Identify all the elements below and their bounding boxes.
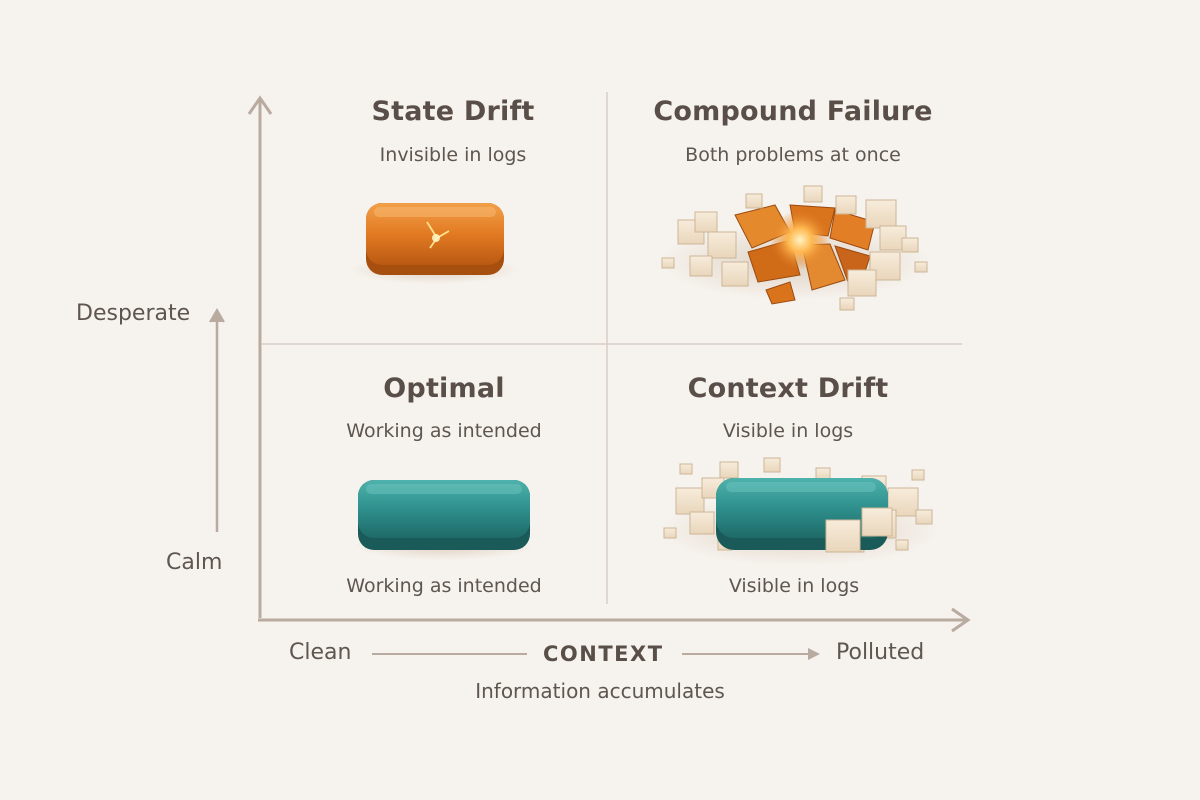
x-axis-arrowhead (951, 607, 971, 633)
optimal-title: Optimal (383, 373, 505, 404)
state-drift-subtitle: Invisible in logs (379, 144, 527, 166)
y-axis-top-label: Desperate (76, 301, 191, 326)
context-drift-illustration (660, 457, 940, 566)
x-axis-left-label: Clean (289, 640, 352, 665)
state-drift-title: State Drift (371, 96, 535, 127)
context-drift-subtitle: Visible in logs (722, 420, 854, 442)
y-axis-bottom-label: Calm (166, 550, 223, 575)
x-axis-title: CONTEXT (543, 642, 664, 666)
compound-failure-subtitle: Both problems at once (685, 144, 901, 166)
context-drift-caption: Visible in logs (728, 575, 860, 597)
x-axis-right-label: Polluted (836, 640, 925, 665)
context-drift-title: Context Drift (687, 373, 889, 404)
y-axis-arrowhead (247, 95, 273, 115)
compound-failure-title: Compound Failure (653, 96, 933, 127)
x-axis-note: Information accumulates (475, 679, 725, 703)
x-right-arrowhead (808, 648, 820, 660)
y-direction-arrowhead (209, 308, 225, 323)
compound-failure-illustration (660, 185, 930, 311)
optimal-caption: Working as intended (346, 575, 542, 597)
optimal-subtitle: Working as intended (346, 420, 542, 442)
state-drift-bar (350, 203, 520, 284)
optimal-bar (354, 480, 534, 560)
